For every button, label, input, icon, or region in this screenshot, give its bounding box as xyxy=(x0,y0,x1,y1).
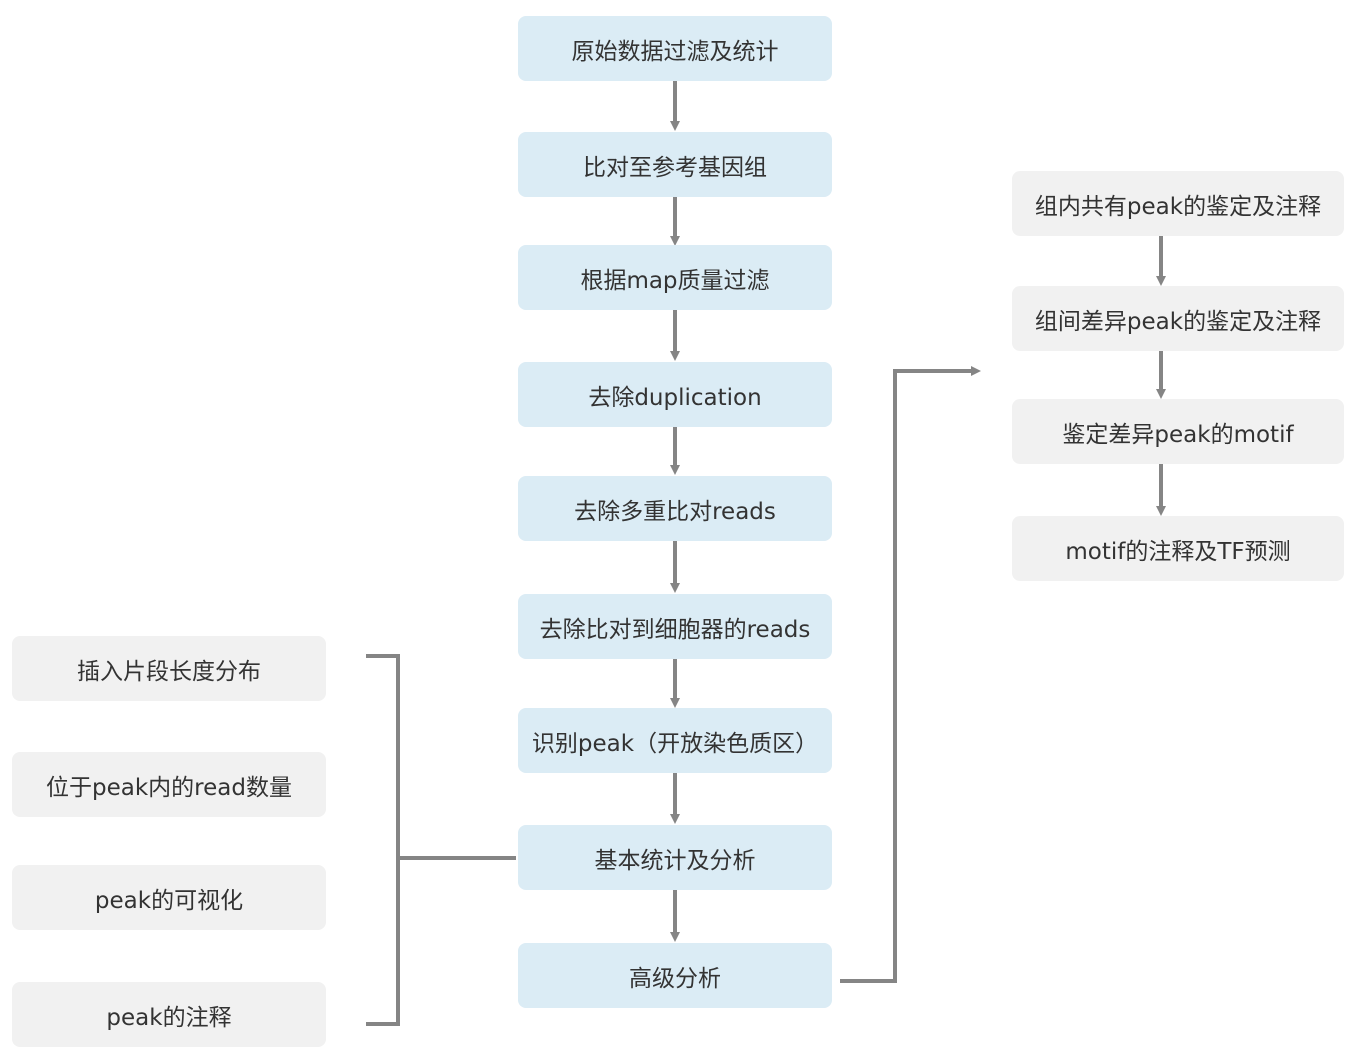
adv-item-differential-motifs: 鉴定差异peak的motif xyxy=(1012,399,1344,464)
step-remove-duplication: 去除duplication xyxy=(518,362,832,427)
basic-item-peak-annotation: peak的注释 xyxy=(12,982,326,1047)
step-basic-analysis: 基本统计及分析 xyxy=(518,825,832,890)
advanced-analysis-connector xyxy=(840,366,981,983)
step-mapq-filter: 根据map质量过滤 xyxy=(518,245,832,310)
adv-item-differential-peaks: 组间差异peak的鉴定及注释 xyxy=(1012,286,1344,351)
adv-item-motif-tf-prediction: motif的注释及TF预测 xyxy=(1012,516,1344,581)
adv-item-common-peaks: 组内共有peak的鉴定及注释 xyxy=(1012,171,1344,236)
basic-item-reads-in-peaks: 位于peak内的read数量 xyxy=(12,752,326,817)
step-advanced-analysis: 高级分析 xyxy=(518,943,832,1008)
step-remove-organelle-reads: 去除比对到细胞器的reads xyxy=(518,594,832,659)
basic-item-insert-size: 插入片段长度分布 xyxy=(12,636,326,701)
step-raw-data-filter: 原始数据过滤及统计 xyxy=(518,16,832,81)
basic-item-peak-visualization: peak的可视化 xyxy=(12,865,326,930)
step-call-peaks: 识别peak（开放染色质区） xyxy=(518,708,832,773)
basic-analysis-bracket xyxy=(366,654,516,1026)
step-align-reference: 比对至参考基因组 xyxy=(518,132,832,197)
step-remove-multimapped: 去除多重比对reads xyxy=(518,476,832,541)
